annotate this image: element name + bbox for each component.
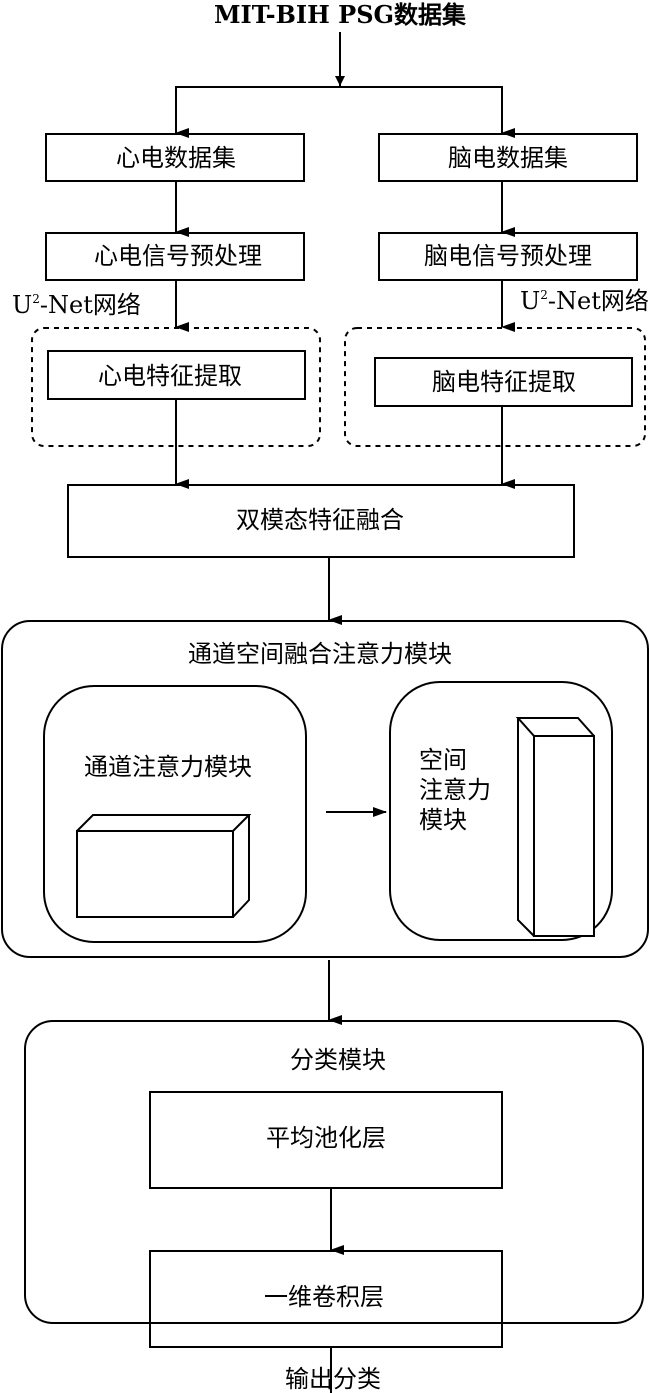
spatial-attention-box (389, 681, 613, 941)
eeg-dataset-box (378, 133, 638, 182)
conv-label: 一维卷积层 (264, 1283, 384, 1311)
dataset-title: MIT-BIH PSG数据集 (213, 0, 467, 29)
ecg-network-label: U2-Net网络 (12, 290, 141, 320)
ecg-preprocess-label: 心电信号预处理 (94, 242, 262, 270)
eeg-feature-label: 脑电特征提取 (432, 368, 576, 396)
ecg-dataset-label: 心电数据集 (116, 144, 236, 172)
eeg-network-suffix: -Net网络 (547, 287, 649, 315)
ecg-network-suffix: -Net网络 (39, 291, 141, 319)
conv-box (149, 1250, 503, 1348)
eeg-dataset-label: 脑电数据集 (448, 144, 568, 172)
attention-module-title: 通道空间融合注意力模块 (188, 640, 452, 668)
ecg-unet-group (31, 327, 321, 447)
eeg-preprocess-label: 脑电信号预处理 (424, 242, 592, 270)
ecg-feature-label: 心电特征提取 (98, 362, 242, 390)
channel-attention-box (43, 685, 307, 943)
eeg-network-label: U2-Net网络 (520, 286, 649, 316)
eeg-preprocess-box (378, 232, 638, 281)
eeg-unet-group (344, 327, 646, 447)
eeg-feature-box (374, 357, 633, 407)
ecg-network-sup: 2 (32, 292, 40, 306)
spatial-cuboid-icon (515, 717, 595, 937)
classification-module-title: 分类模块 (290, 1046, 386, 1074)
eeg-network-prefix: U (520, 287, 541, 315)
ecg-network-prefix: U (12, 291, 33, 319)
spatial-line-2: 注意力 (419, 776, 491, 804)
fusion-label: 双模态特征融合 (236, 506, 404, 534)
spatial-line-1: 空间 (419, 746, 467, 774)
fusion-box (67, 484, 575, 558)
spatial-attention-label: 空间 注意力 模块 (419, 745, 491, 835)
split-connector (175, 86, 515, 138)
channel-attention-label: 通道注意力模块 (84, 753, 252, 781)
output-label: 输出分类 (285, 1365, 381, 1393)
spatial-line-3: 模块 (419, 806, 467, 834)
pooling-box (149, 1091, 503, 1189)
eeg-network-sup: 2 (540, 288, 548, 302)
classification-module-box (24, 1020, 644, 1324)
channel-cuboid-icon (76, 814, 252, 918)
attention-module-box (1, 620, 649, 958)
pooling-label: 平均池化层 (266, 1124, 386, 1152)
